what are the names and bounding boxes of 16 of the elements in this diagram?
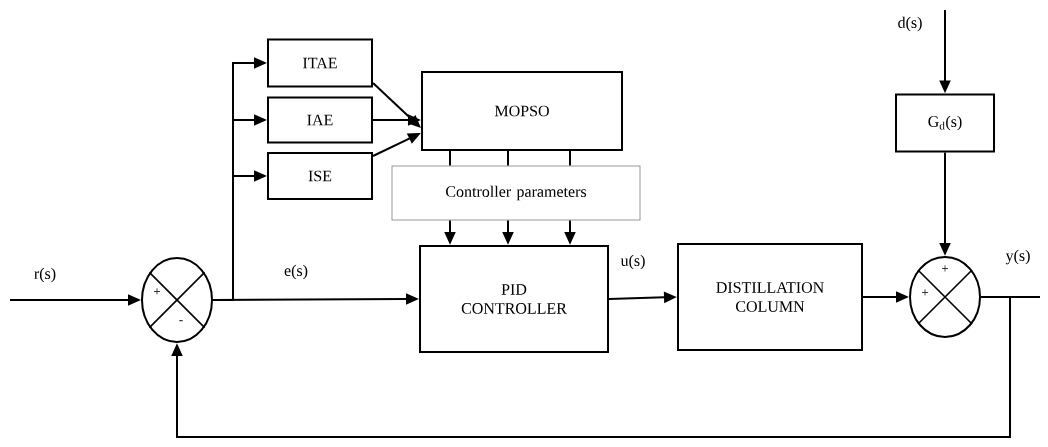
edge-label: r(s) — [34, 267, 56, 283]
block-box: ISE — [267, 152, 373, 200]
edge-label: y(s) — [1005, 249, 1030, 265]
block-box: PID CONTROLLER — [419, 245, 609, 353]
block-box: ITAE — [267, 38, 373, 88]
summing-junction: + + — [909, 256, 981, 338]
edge-label: u(s) — [620, 254, 645, 270]
block-box: IAE — [267, 96, 373, 144]
summing-junction: + - — [141, 257, 213, 343]
block-box: MOPSO — [421, 71, 623, 151]
arrow — [171, 296, 1011, 438]
edge-label: d(s) — [898, 16, 922, 32]
edge-label: e(s) — [284, 264, 308, 280]
block-box: DISTILLATION COLUMN — [677, 243, 863, 351]
block-box: G$_{d}$(s) — [895, 93, 995, 153]
parameter-box: Controller parameters — [391, 165, 641, 221]
